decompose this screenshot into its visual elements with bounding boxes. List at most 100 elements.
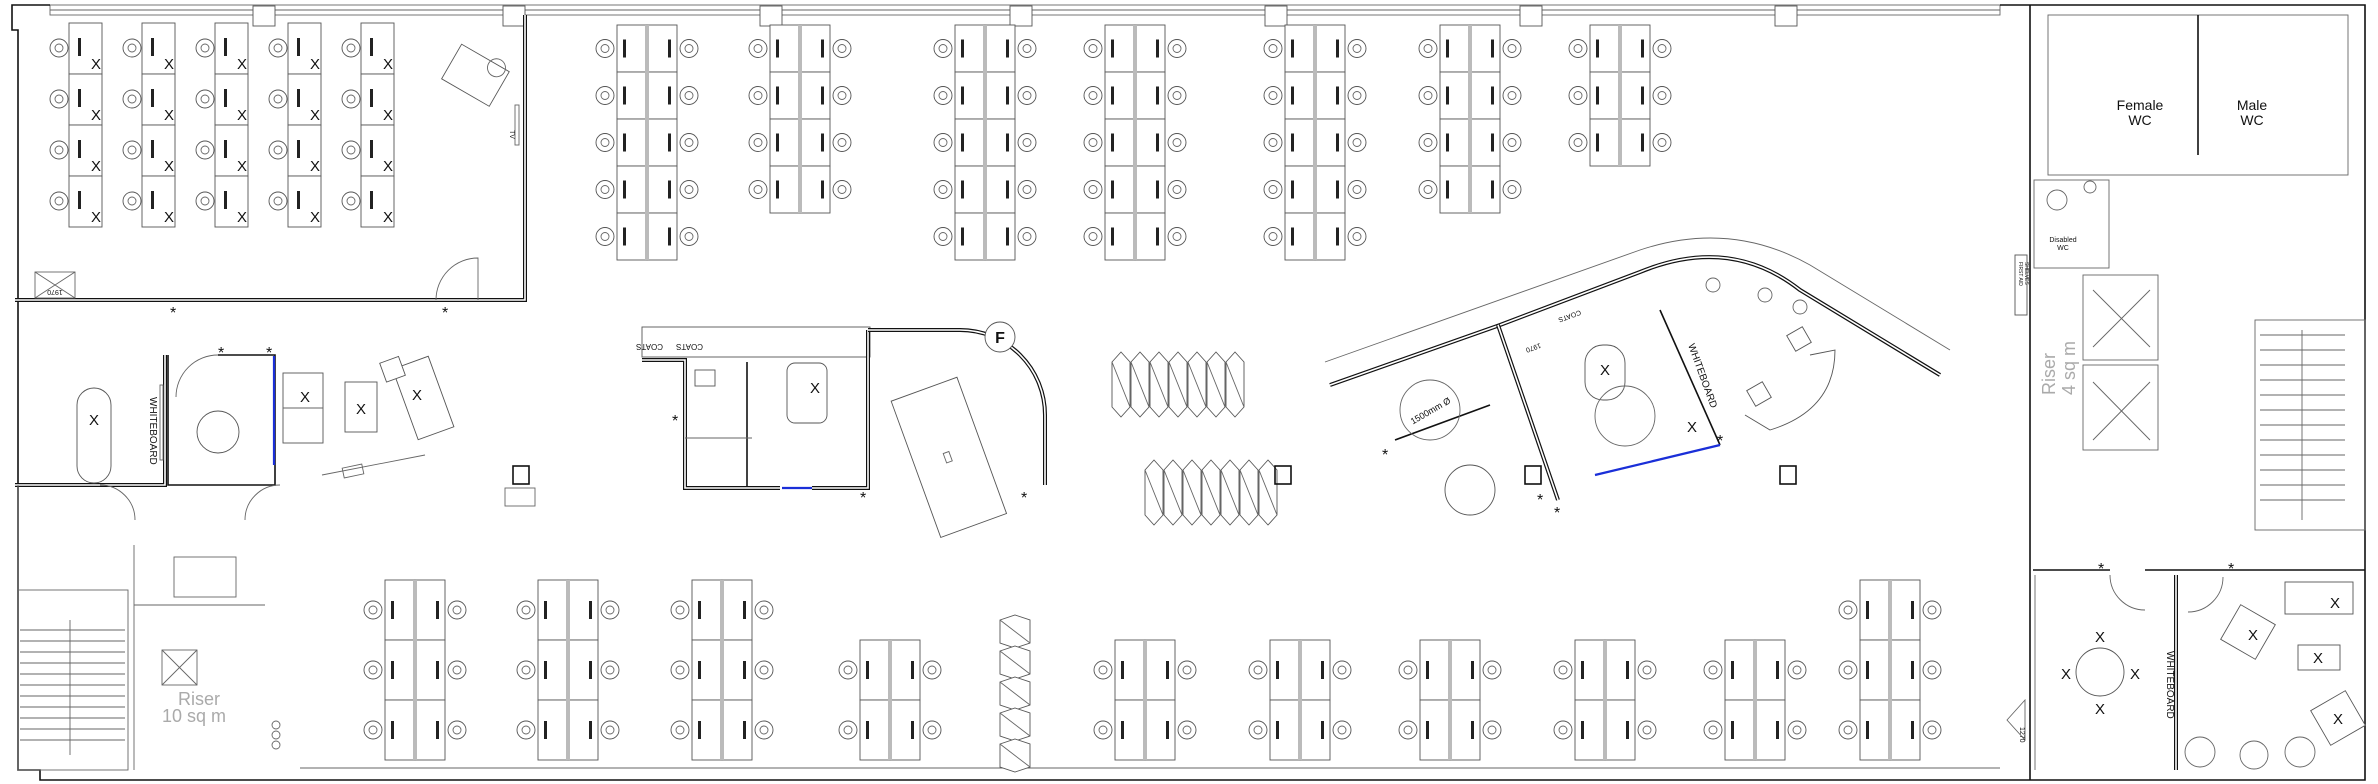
keyboard: [544, 661, 547, 679]
chair: [268, 38, 288, 58]
chair: [1922, 720, 1942, 740]
keyboard: [78, 140, 81, 158]
keyboard: [1866, 721, 1869, 739]
chair-seat: [675, 605, 685, 615]
chair: [49, 140, 69, 160]
desk: [954, 118, 986, 167]
keyboard: [1111, 133, 1114, 152]
chair-seat: [1337, 665, 1347, 675]
chair: [1482, 720, 1502, 740]
chair: [195, 89, 215, 109]
chair: [1248, 660, 1268, 680]
whiteboard-label: WHITEBOARD: [1685, 342, 1719, 409]
keyboard: [743, 661, 746, 679]
chair-seat: [675, 725, 685, 735]
chair: [1083, 180, 1103, 199]
chair-seat: [753, 138, 763, 147]
keyboard: [1471, 721, 1474, 739]
booth-seat-line: [1239, 469, 1259, 516]
workstation-cluster: [838, 639, 942, 761]
keyboard: [668, 227, 671, 246]
workstation-cluster: [363, 579, 467, 761]
chair: [1347, 133, 1367, 152]
desk: [567, 579, 599, 641]
desk: [360, 22, 395, 75]
desk: [1469, 71, 1501, 120]
spine: [1753, 640, 1757, 760]
chair: [1017, 86, 1037, 105]
riser-area-label: 4 sq m: [2059, 341, 2079, 395]
spine: [983, 25, 987, 260]
chair: [268, 89, 288, 109]
spine: [888, 640, 892, 760]
core-left: Riser 10 sq m: [17, 484, 281, 771]
workstation: X: [341, 175, 395, 228]
booth-seat-line: [1187, 361, 1207, 408]
chair-seat: [1268, 232, 1278, 241]
chair-seat: [1268, 185, 1278, 194]
keyboard: [1156, 86, 1159, 105]
desk: [984, 118, 1016, 167]
keyboard: [1291, 39, 1294, 58]
keyboard: [1291, 227, 1294, 246]
chair: [1553, 660, 1573, 680]
chair-seat: [605, 725, 615, 735]
desk: [1284, 71, 1316, 120]
chair: [1568, 39, 1588, 58]
chair-seat: [1487, 665, 1497, 675]
desk: [616, 118, 648, 167]
keyboard: [1731, 721, 1734, 739]
disabled-wc-label: Disabled: [2049, 237, 2076, 244]
workstation: X: [195, 124, 249, 177]
desk: [1114, 699, 1146, 761]
desk: [769, 71, 801, 120]
desk: [1314, 212, 1346, 261]
desk: [1754, 639, 1786, 701]
desk-marker: X: [810, 380, 820, 397]
chair: [363, 720, 383, 740]
desk: [646, 118, 678, 167]
chair: [748, 39, 768, 58]
chair: [1568, 133, 1588, 152]
desk: [360, 175, 395, 228]
chair-seat: [1657, 44, 1667, 53]
chair: [933, 39, 953, 58]
chair: [1922, 600, 1942, 620]
cabinet-width-label: 1970: [47, 288, 63, 295]
workstation: X: [122, 22, 176, 75]
workstation: X: [49, 124, 103, 177]
keyboard: [1156, 133, 1159, 152]
chair-seat: [605, 665, 615, 675]
chair: [49, 89, 69, 109]
emergency-marker: *: [1537, 492, 1543, 509]
desk-marker: X: [2313, 650, 2323, 667]
chair: [754, 660, 774, 680]
desk: [537, 699, 569, 761]
keyboard: [743, 721, 746, 739]
desk: [414, 639, 446, 701]
chair: [1703, 720, 1723, 740]
workstation-cluster: [1568, 24, 1672, 167]
workstation-cluster: [1248, 639, 1352, 761]
keyboard: [436, 721, 439, 739]
emergency-marker: *: [860, 490, 866, 507]
chair: [832, 180, 852, 199]
spine: [566, 580, 570, 760]
chair: [933, 180, 953, 199]
keyboard: [1006, 133, 1009, 152]
chair: [1418, 39, 1438, 58]
keyboard: [776, 180, 779, 199]
chair: [595, 86, 615, 105]
core-right: Female WC Male WC Disabled WC FIRST AID …: [2014, 5, 2366, 780]
female-wc-label: WC: [2128, 112, 2151, 128]
desk-marker: X: [2061, 666, 2071, 683]
booth-seat-line: [1163, 469, 1183, 516]
emergency-markers: * * * * * * * * * * * * *: [170, 305, 2234, 578]
keyboard: [1641, 86, 1644, 105]
workstation: X: [49, 175, 103, 228]
banquettes: [1111, 351, 1278, 526]
workstation: X: [268, 124, 322, 177]
desk: [769, 118, 801, 167]
keyboard: [297, 38, 300, 56]
chair: [341, 140, 361, 160]
